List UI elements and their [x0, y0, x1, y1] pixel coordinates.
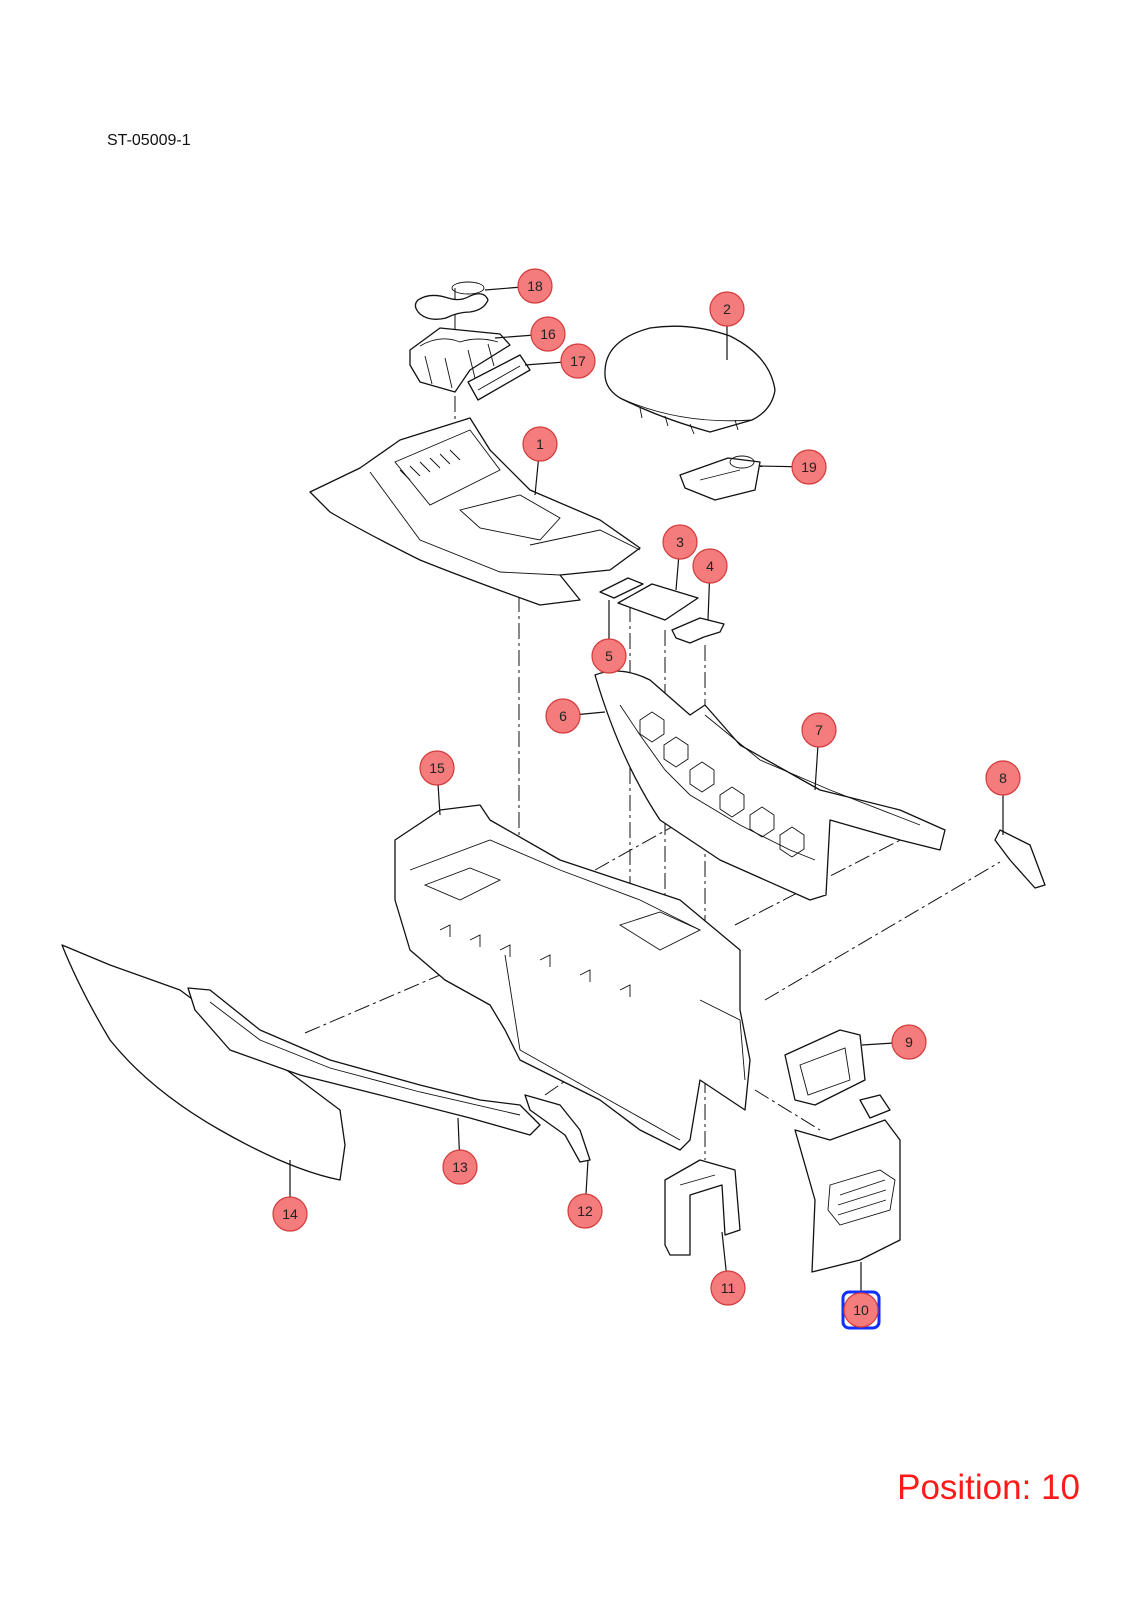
part-18-cupholder-mat [414, 281, 489, 320]
highlight-box [841, 1290, 881, 1330]
part-4-clip [671, 617, 725, 644]
part-11-bracket [664, 1159, 741, 1256]
part-2-armrest-lid [604, 325, 776, 435]
svg-text:19: 19 [801, 459, 817, 475]
svg-text:1: 1 [536, 436, 544, 452]
svg-text:9: 9 [905, 1034, 913, 1050]
part-9-vent-bezel [784, 1029, 866, 1106]
svg-text:3: 3 [676, 534, 684, 550]
part-14-side-panel [61, 944, 346, 1181]
callout-7[interactable]: 7 [801, 712, 837, 748]
callout-15[interactable]: 15 [419, 750, 455, 786]
callout-8[interactable]: 8 [985, 760, 1021, 796]
svg-text:12: 12 [577, 1203, 593, 1219]
part-17-bracket [467, 354, 531, 401]
svg-text:5: 5 [605, 648, 613, 664]
svg-text:13: 13 [452, 1159, 468, 1175]
part-1-console-top [309, 417, 641, 606]
part-15-console-frame [394, 804, 751, 1151]
part-19-bin [679, 455, 761, 501]
callout-11[interactable]: 11 [710, 1270, 746, 1306]
callout-6[interactable]: 6 [545, 698, 581, 734]
callout-17[interactable]: 17 [560, 343, 596, 379]
callout-4[interactable]: 4 [692, 548, 728, 584]
part-5-pad [599, 577, 644, 599]
svg-text:11: 11 [721, 1280, 736, 1296]
part-8-end-clip [994, 829, 1046, 889]
callout-14[interactable]: 14 [272, 1196, 308, 1232]
callout-3[interactable]: 3 [662, 524, 698, 560]
callout-10[interactable]: 10 [841, 1290, 881, 1330]
svg-text:6: 6 [559, 708, 567, 724]
part-10-rear-panel [794, 1094, 901, 1273]
part-3-pad [617, 583, 699, 621]
svg-text:18: 18 [527, 278, 543, 294]
callout-16[interactable]: 16 [530, 316, 566, 352]
svg-text:16: 16 [540, 326, 556, 342]
svg-text:8: 8 [999, 770, 1007, 786]
part-16-cupholder [409, 327, 511, 393]
callout-12[interactable]: 12 [567, 1193, 603, 1229]
callout-18[interactable]: 18 [517, 268, 553, 304]
svg-text:2: 2 [723, 301, 731, 317]
svg-text:7: 7 [815, 722, 823, 738]
callout-5[interactable]: 5 [591, 638, 627, 674]
callout-2[interactable]: 2 [709, 291, 745, 327]
svg-text:15: 15 [429, 760, 445, 776]
svg-text:10: 10 [853, 1302, 869, 1318]
diagram-code: ST-05009-1 [107, 132, 191, 149]
callout-13[interactable]: 13 [442, 1149, 478, 1185]
part-12-trim [524, 1094, 591, 1163]
part-13-trim-strip [187, 987, 541, 1136]
svg-text:4: 4 [706, 558, 714, 574]
callout-1[interactable]: 1 [522, 426, 558, 462]
position-label: Position: 10 [897, 1468, 1080, 1507]
svg-text:17: 17 [570, 353, 586, 369]
callout-19[interactable]: 19 [791, 449, 827, 485]
callout-9[interactable]: 9 [891, 1024, 927, 1060]
part-7-side-panel [594, 670, 946, 901]
svg-text:14: 14 [282, 1206, 298, 1222]
